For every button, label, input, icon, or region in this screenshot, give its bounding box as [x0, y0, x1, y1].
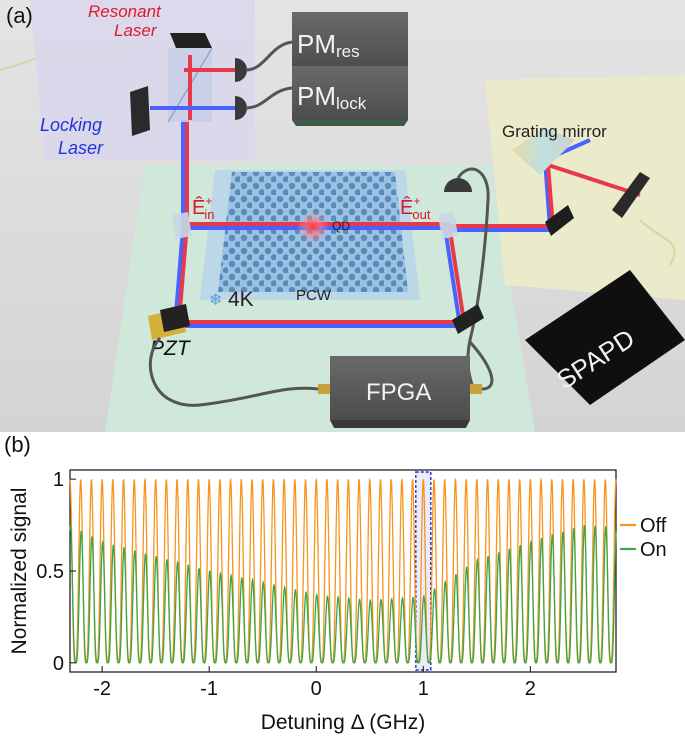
mirror-corner	[452, 304, 484, 334]
mirror-resonant	[170, 33, 212, 48]
y-tick-label: 1	[53, 469, 64, 491]
legend-on-label: On	[640, 539, 667, 561]
panel-a-label: (a)	[6, 3, 33, 28]
pm-res-label: PMres	[297, 29, 360, 61]
panel-a-schematic: PMres PMlock Resonant Laser Locking Lase…	[0, 0, 685, 432]
mirror-detection-2	[612, 172, 650, 218]
x-tick-label: 2	[525, 678, 536, 700]
highlight-box	[415, 471, 432, 671]
y-axis-label: Normalized signal	[8, 488, 31, 655]
mirror-detection-1	[545, 205, 574, 236]
locking-laser-label-2: Laser	[58, 138, 104, 158]
beamsplitter-in	[172, 212, 192, 239]
detection-region	[485, 75, 685, 300]
locking-laser-label-1: Locking	[40, 115, 102, 135]
pzt-label: PZT	[150, 337, 192, 360]
legend: Off On	[620, 515, 667, 561]
pzt-mirror	[160, 304, 190, 332]
legend-off-label: Off	[640, 515, 667, 537]
panel-b-label: (b)	[4, 432, 31, 457]
y-axis-ticks: 00.51	[36, 469, 76, 675]
x-tick-label: 1	[418, 678, 429, 700]
temp-label: 4K	[228, 288, 254, 311]
grating-mirror-label: Grating mirror	[502, 122, 607, 141]
fpga-box: FPGA	[318, 356, 482, 428]
x-axis-ticks: -2 -1 0 1 2	[93, 666, 536, 700]
photodiode-res	[235, 58, 247, 82]
e-out-label: Ê+out	[400, 194, 431, 222]
plot-frame	[69, 469, 617, 673]
pm-lock-box: PMlock	[292, 66, 408, 126]
x-tick-label: 0	[311, 678, 322, 700]
mirror-locking	[130, 86, 150, 136]
e-in-label: Ê+in	[192, 194, 214, 222]
resonant-laser-label-2: Laser	[114, 21, 158, 40]
beamsplitter-out	[438, 212, 458, 239]
resonant-laser-label-1: Resonant	[88, 2, 162, 21]
x-tick-label: -1	[200, 678, 218, 700]
y-tick-label: 0	[53, 653, 64, 675]
pm-lock-label: PMlock	[297, 81, 367, 113]
fpga-label: FPGA	[366, 379, 431, 406]
qd-label: QD	[332, 219, 350, 233]
series-on-line	[69, 524, 617, 664]
snowflake-icon: ❄	[209, 292, 222, 309]
pcw-label: PCW	[296, 287, 332, 304]
photodiode-out	[444, 178, 472, 192]
grating-mirror	[512, 128, 575, 175]
photodiode-lock	[235, 96, 247, 120]
y-tick-label: 0.5	[36, 561, 64, 583]
x-axis-label: Detuning Δ (GHz)	[261, 711, 426, 734]
qd-glow	[297, 211, 329, 243]
x-tick-label: -2	[93, 678, 111, 700]
